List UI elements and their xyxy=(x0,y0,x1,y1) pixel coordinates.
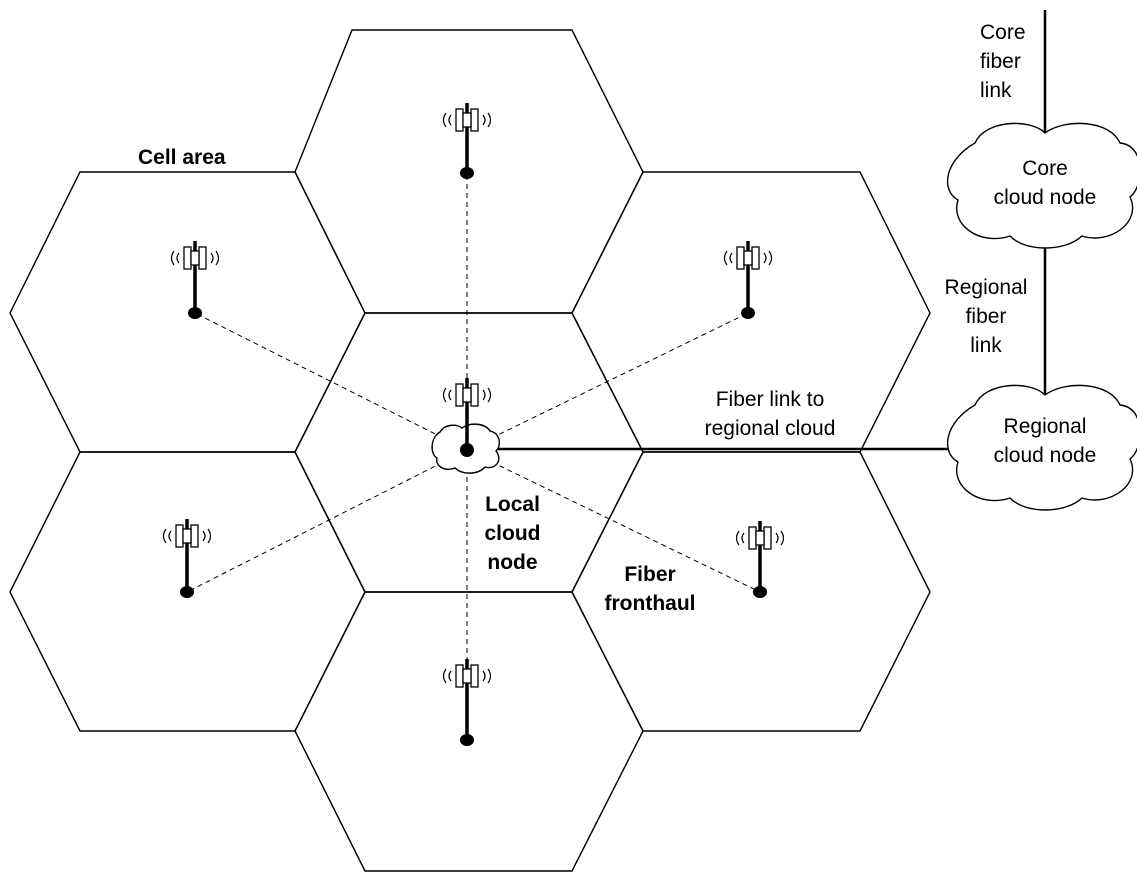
core-fiber-link-label-line-3: link xyxy=(980,79,1012,102)
core-fiber-link-label-line-1: Core xyxy=(980,21,1026,44)
core-cloud-node-label-line-2: cloud node xyxy=(993,186,1097,209)
cell-tower-icon xyxy=(162,519,212,598)
core-cloud-node-label-line-1: Core xyxy=(1022,157,1068,180)
fronthaul-link-upper-left xyxy=(194,312,468,451)
regional-fiber-link-label: Regional fiber link xyxy=(936,273,1036,360)
local-cloud-node-label-line-3: node xyxy=(487,551,538,574)
cell-area-label: Cell area xyxy=(138,146,226,169)
fiber-fronthaul-label-line-1: Fiber xyxy=(624,563,676,586)
cell-tower-icon xyxy=(442,103,492,179)
regional-cloud-icon xyxy=(946,384,1137,511)
fronthaul-link-upper-right xyxy=(466,312,749,451)
cell-tower-icon xyxy=(723,241,773,319)
regional-cloud-node-label: Regional cloud node xyxy=(975,412,1115,470)
cell-hex-upper-left xyxy=(9,171,366,453)
fiber-fronthaul-label-line-2: fronthaul xyxy=(604,592,696,615)
local-cloud-node-label: Local cloud node xyxy=(470,490,555,577)
cell-tower-icon xyxy=(442,659,492,746)
fiber-link-to-regional-label: Fiber link to regional cloud xyxy=(680,385,860,443)
regional-fiber-link-label-line-3: link xyxy=(970,334,1002,357)
fiber-link-to-regional-label-line-2: regional cloud xyxy=(704,417,836,440)
cell-tower-icon xyxy=(735,521,785,598)
core-cloud-icon xyxy=(946,122,1137,249)
core-fiber-link-label-line-2: fiber xyxy=(980,50,1021,73)
core-fiber-link-label: Core fiber link xyxy=(980,18,1026,105)
cell-towers xyxy=(162,103,785,746)
regional-fiber-link-label-line-2: fiber xyxy=(965,305,1007,328)
regional-cloud-node-label-line-1: Regional xyxy=(1003,415,1087,438)
local-cloud-node-label-line-2: cloud xyxy=(484,522,541,545)
fiber-link-to-regional-label-line-1: Fiber link to xyxy=(715,388,825,411)
regional-cloud-node-label-line-2: cloud node xyxy=(993,444,1097,467)
regional-fiber-link-label-line-1: Regional xyxy=(944,276,1028,299)
fiber-fronthaul-label: Fiber fronthaul xyxy=(590,560,710,618)
fronthaul-link-lower-left xyxy=(186,449,468,593)
cell-tower-icon xyxy=(442,378,492,450)
fronthaul-link-lower-right xyxy=(466,449,761,593)
cell-hex-bottom xyxy=(294,591,644,872)
cell-tower-icon xyxy=(170,241,220,319)
local-cloud-node-label-line-1: Local xyxy=(485,493,540,516)
core-cloud-node-label: Core cloud node xyxy=(975,154,1115,212)
